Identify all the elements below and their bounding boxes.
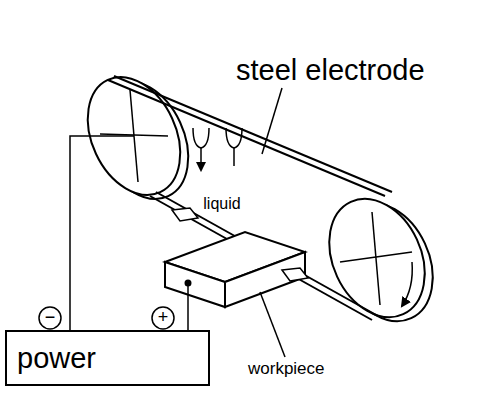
part-label: workpiece — [248, 360, 325, 377]
left-pulley — [70, 62, 207, 214]
plus-terminal — [152, 307, 174, 329]
part-label: steel electrode — [236, 56, 425, 85]
leader-line — [260, 292, 285, 357]
polarity-sign: + — [158, 308, 169, 326]
minus-terminal — [39, 307, 61, 329]
power-label: power — [17, 344, 198, 373]
liquid-nozzles — [193, 128, 242, 170]
right-pulley — [311, 183, 451, 337]
part-label: liquid — [203, 196, 240, 212]
electrode-wire — [108, 76, 392, 320]
polarity-sign: − — [45, 308, 56, 326]
wire-guides — [172, 208, 308, 281]
power-wires — [70, 136, 188, 330]
leader-line — [262, 88, 282, 154]
power-supply-box: power — [5, 330, 210, 386]
